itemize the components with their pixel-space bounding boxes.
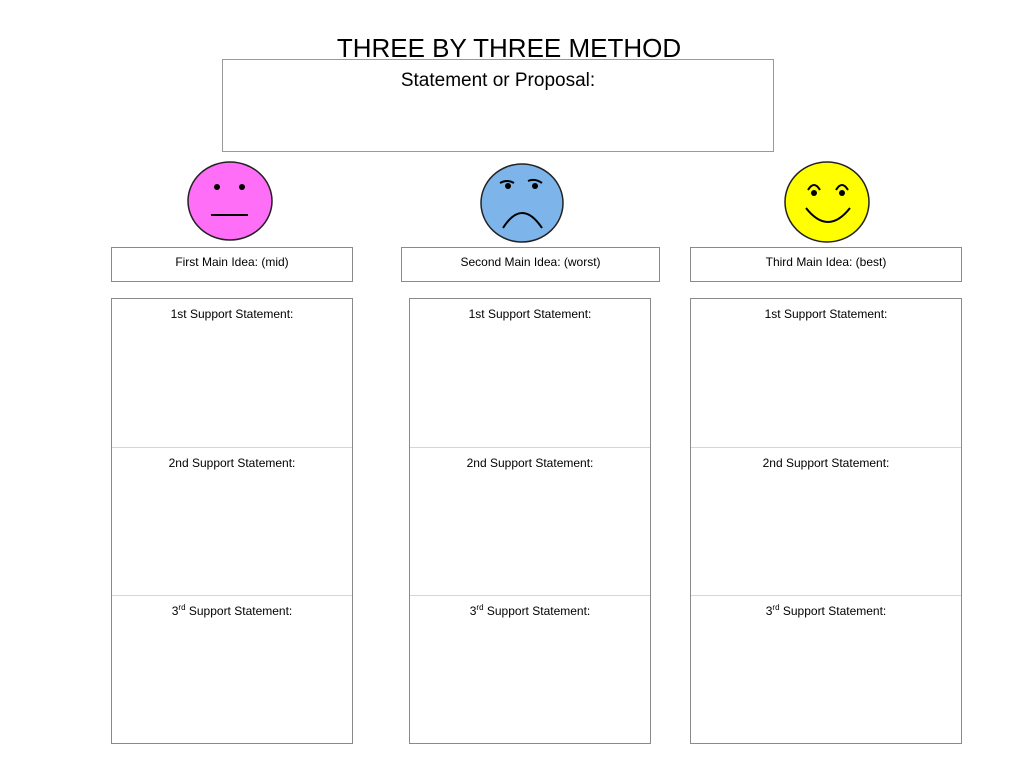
sad-face-icon bbox=[478, 160, 566, 244]
main-idea-second[interactable]: Second Main Idea: (worst) bbox=[401, 247, 660, 282]
smiley-face-icon bbox=[784, 160, 872, 244]
statement-box[interactable]: Statement or Proposal: bbox=[222, 59, 774, 152]
support-label: 1st Support Statement: bbox=[764, 307, 888, 321]
support-cell-1[interactable]: 1st Support Statement: bbox=[112, 299, 352, 447]
support-cell-1[interactable]: 1st Support Statement: bbox=[691, 299, 961, 447]
support-label: 3rd Support Statement: bbox=[765, 603, 887, 619]
support-cell-2[interactable]: 2nd Support Statement: bbox=[410, 447, 650, 595]
support-column-third: 1st Support Statement: 2nd Support State… bbox=[690, 298, 962, 744]
support-label: 2nd Support Statement: bbox=[168, 456, 296, 470]
neutral-face-icon bbox=[186, 160, 274, 244]
main-idea-label: First Main Idea: (mid) bbox=[175, 255, 289, 269]
main-idea-third[interactable]: Third Main Idea: (best) bbox=[690, 247, 962, 282]
support-cell-2[interactable]: 2nd Support Statement: bbox=[112, 447, 352, 595]
page-title: THREE BY THREE METHOD bbox=[336, 33, 682, 63]
support-column-first: 1st Support Statement: 2nd Support State… bbox=[111, 298, 353, 744]
support-label: 3rd Support Statement: bbox=[469, 603, 591, 619]
main-idea-label: Third Main Idea: (best) bbox=[765, 255, 887, 269]
support-label: 1st Support Statement: bbox=[170, 307, 294, 321]
support-label: 2nd Support Statement: bbox=[762, 456, 890, 470]
main-idea-label: Second Main Idea: (worst) bbox=[460, 255, 601, 269]
support-label: 2nd Support Statement: bbox=[466, 456, 594, 470]
support-label: 3rd Support Statement: bbox=[171, 603, 293, 619]
support-cell-1[interactable]: 1st Support Statement: bbox=[410, 299, 650, 447]
statement-label: Statement or Proposal: bbox=[400, 70, 596, 91]
support-label: 1st Support Statement: bbox=[468, 307, 592, 321]
support-column-second: 1st Support Statement: 2nd Support State… bbox=[409, 298, 651, 744]
support-cell-3[interactable]: 3rd Support Statement: bbox=[691, 595, 961, 743]
support-cell-2[interactable]: 2nd Support Statement: bbox=[691, 447, 961, 595]
support-cell-3[interactable]: 3rd Support Statement: bbox=[112, 595, 352, 743]
support-cell-3[interactable]: 3rd Support Statement: bbox=[410, 595, 650, 743]
main-idea-first[interactable]: First Main Idea: (mid) bbox=[111, 247, 353, 282]
